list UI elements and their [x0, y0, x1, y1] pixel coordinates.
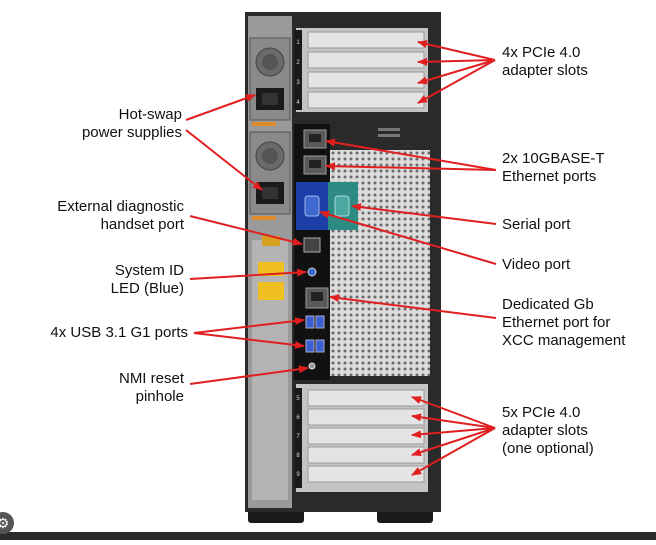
- slot-number: 7: [296, 434, 300, 440]
- bottom-bar: [0, 532, 656, 540]
- arrow: [417, 40, 496, 61]
- warning-sticker: [262, 236, 280, 246]
- arrow: [417, 57, 496, 66]
- label-video-port: Video port: [502, 256, 571, 273]
- arrow: [325, 162, 497, 171]
- label-diag-port: External diagnostic handset port: [57, 198, 184, 233]
- slot-number: 6: [296, 415, 300, 421]
- arrow: [411, 427, 496, 439]
- arrow: [411, 413, 496, 429]
- arrow: [411, 396, 496, 429]
- slot-number: 4: [296, 100, 300, 106]
- usb-port: [305, 339, 315, 353]
- label-ethernet-10g: 2x 10GBASE-T Ethernet ports: [502, 150, 605, 185]
- slot-number: 9: [296, 472, 300, 478]
- arrow: [189, 215, 303, 246]
- usb-port: [305, 315, 315, 329]
- usb-port: [315, 339, 325, 353]
- pcie-slot: [307, 31, 425, 49]
- label-system-id-led: System ID LED (Blue): [110, 262, 184, 297]
- label-serial-port: Serial port: [502, 216, 571, 233]
- power-supply-2: [249, 131, 291, 220]
- diagnostic-port: [303, 237, 321, 253]
- arrow: [411, 427, 496, 457]
- system-id-led: [307, 267, 317, 277]
- pcie-slot: [307, 51, 425, 69]
- slot-number: 8: [296, 453, 300, 459]
- label-psu: Hot-swap power supplies: [81, 106, 182, 141]
- arrow: [185, 94, 256, 121]
- pcie-slot: [307, 91, 425, 109]
- arrow: [411, 427, 496, 476]
- arrow: [351, 203, 497, 225]
- label-pcie-top: 4x PCIe 4.0 adapter slots: [502, 44, 588, 79]
- slot-number: 1: [296, 40, 300, 46]
- arrow: [189, 268, 307, 280]
- pcie-slot: [307, 389, 425, 407]
- pcie-slot: [307, 71, 425, 89]
- arrow: [319, 210, 497, 265]
- label-usb: 4x USB 3.1 G1 ports: [50, 324, 188, 341]
- slot-number: 2: [296, 60, 300, 66]
- arrow: [193, 317, 305, 334]
- label-pcie-bottom: 5x PCIe 4.0 adapter slots (one optional): [502, 404, 594, 457]
- pcie-slot: [307, 465, 425, 483]
- arrow: [185, 129, 263, 191]
- arrow: [417, 59, 496, 85]
- warning-sticker: [258, 262, 284, 276]
- pcie-slot: [307, 446, 425, 464]
- arrow: [189, 365, 309, 385]
- usb-port: [315, 315, 325, 329]
- arrow: [329, 294, 497, 319]
- pcie-slot: [307, 427, 425, 445]
- nmi-pinhole: [308, 362, 316, 370]
- arrow: [193, 332, 305, 349]
- settings-icon[interactable]: ⚙: [0, 512, 14, 534]
- warning-sticker: [258, 282, 284, 300]
- slot-number: 3: [296, 80, 300, 86]
- label-nmi: NMI reset pinhole: [118, 370, 184, 405]
- slot-number: 5: [296, 396, 300, 402]
- label-xcc: Dedicated Gb Ethernet port for XCC manag…: [502, 296, 626, 349]
- pcie-slot: [307, 408, 425, 426]
- arrow: [325, 138, 497, 171]
- arrow: [417, 59, 496, 104]
- power-supply-1: [249, 37, 291, 126]
